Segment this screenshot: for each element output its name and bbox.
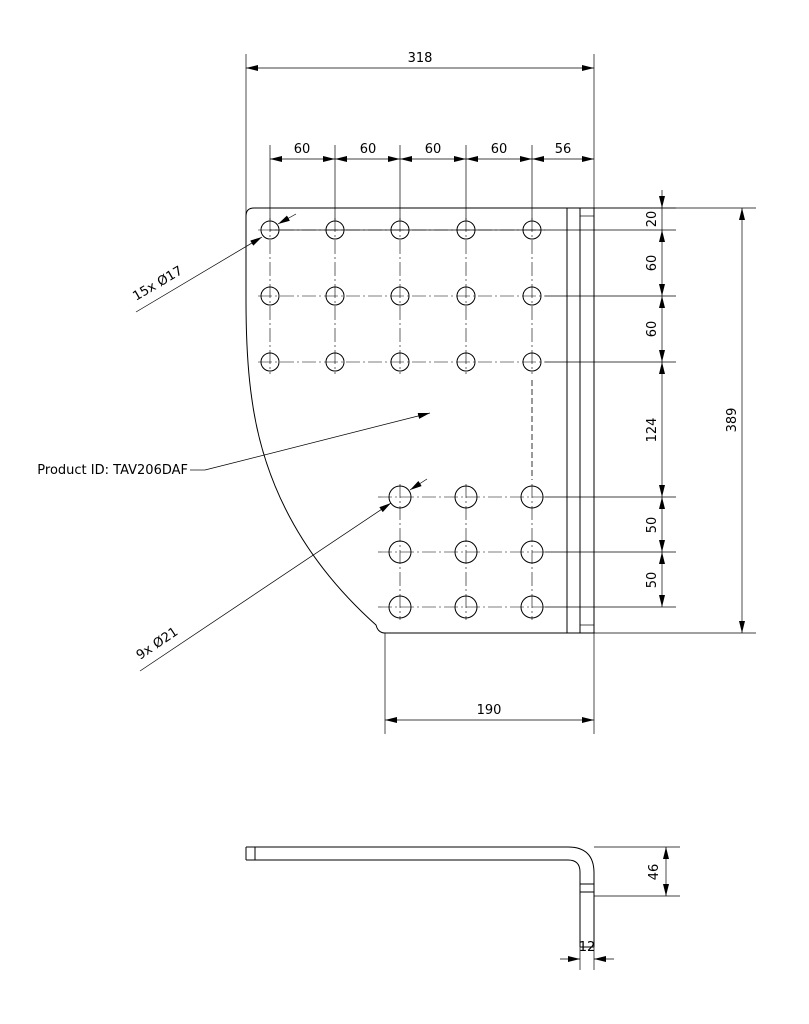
dim-overall-width: 318	[245, 51, 595, 300]
dim-lower-width: 190	[384, 633, 595, 734]
center-lines	[258, 218, 545, 620]
plate-outline	[245, 207, 595, 634]
dim-right-text: 60	[645, 255, 660, 272]
hole-large	[454, 485, 478, 509]
dim-pitch-text: 60	[294, 142, 311, 157]
hole-large	[388, 595, 412, 619]
dim-right-text: 50	[645, 572, 660, 589]
leader-holes-small: 15x Ø17	[130, 213, 297, 313]
hole-small	[456, 286, 476, 306]
hole-small	[325, 286, 345, 306]
product-id-label: Product ID: TAV206DAF	[37, 463, 188, 478]
hole-large	[454, 540, 478, 564]
dim-right-stack: 20 60 60 124 50 50	[270, 190, 676, 608]
dim-right-text: 20	[645, 211, 660, 228]
dim-right-text: 124	[645, 418, 660, 443]
hole-small	[456, 352, 476, 372]
dim-right-text: 60	[645, 321, 660, 338]
hole-small	[390, 352, 410, 372]
leader-holes-large: 9x Ø21	[134, 478, 428, 672]
dim-pitch-text: 56	[555, 142, 572, 157]
holes-large-label: 9x Ø21	[134, 625, 181, 664]
hole-small	[522, 352, 542, 372]
leader-product-id: Product ID: TAV206DAF	[37, 412, 431, 478]
dim-right-text: 50	[645, 517, 660, 534]
holes-small-group	[260, 220, 542, 372]
holes-small-label: 15x Ø17	[130, 264, 185, 305]
hole-large	[388, 485, 412, 509]
dim-flange-height: 46	[594, 846, 680, 897]
hole-large	[520, 540, 544, 564]
hole-large	[520, 485, 544, 509]
side-view	[245, 846, 595, 948]
holes-large-group	[388, 485, 544, 619]
dim-overall-height: 389	[385, 207, 756, 634]
dim-pitch-text: 60	[425, 142, 442, 157]
dim-hole-pitches: 60 60 60 60 56	[269, 142, 594, 220]
hole-small	[260, 286, 280, 306]
dim-thickness: 12	[560, 940, 614, 970]
dim-12-text: 12	[579, 940, 596, 955]
hole-small	[325, 352, 345, 372]
hole-large	[454, 595, 478, 619]
dim-318-text: 318	[408, 51, 433, 66]
dim-pitch-text: 60	[491, 142, 508, 157]
hole-small	[522, 286, 542, 306]
hole-large	[388, 540, 412, 564]
hole-small	[390, 286, 410, 306]
dim-190-text: 190	[477, 703, 502, 718]
dim-389-text: 389	[725, 408, 740, 433]
hole-small	[260, 352, 280, 372]
hole-large	[520, 595, 544, 619]
dim-46-text: 46	[647, 864, 662, 881]
dim-pitch-text: 60	[360, 142, 377, 157]
